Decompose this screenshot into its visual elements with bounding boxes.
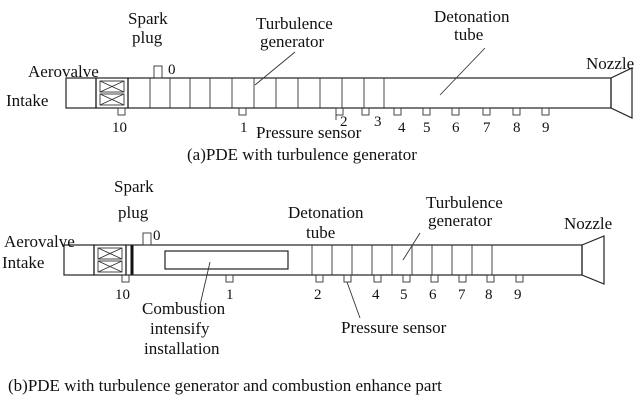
tube-body-a: [127, 77, 612, 109]
label-nozzle-b: Nozzle: [564, 214, 612, 233]
caption-a: (a)PDE with turbulence generator: [187, 145, 417, 164]
label-combustion-b-2: intensify: [150, 319, 210, 338]
label-turbulence-a-1: Turbulence: [256, 14, 333, 33]
label-detonation-b-2: tube: [306, 223, 335, 242]
label-spark-b-2: plug: [118, 203, 149, 222]
sensor-number-2-a: 2: [340, 114, 348, 130]
sensor-number-5-a: 5: [423, 120, 431, 136]
leader-turbulence-b: [402, 232, 421, 261]
label-pressure-b: Pressure sensor: [341, 318, 447, 337]
sensor-number-8-a: 8: [513, 120, 521, 136]
spark-plug-a: [153, 65, 163, 79]
sensor-number-2-b: 2: [314, 287, 322, 303]
sensor-number-10-a: 10: [112, 120, 127, 136]
label-turbulence-b-2: generator: [428, 211, 493, 230]
sensor-number-6-a: 6: [452, 120, 460, 136]
label-detonation-b-1: Detonation: [288, 203, 364, 222]
label-detonation-a-1: Detonation: [434, 7, 510, 26]
aerovalve-a: [95, 77, 129, 109]
caption-b: (b)PDE with turbulence generator and com…: [8, 376, 442, 395]
sensor-number-1-a: 1: [240, 120, 248, 136]
sensor-number-1-b: 1: [226, 287, 234, 303]
tube-body-b: [125, 244, 583, 276]
label-aerovalve-a: Aerovalve: [28, 62, 99, 81]
sensor-number-4-a: 4: [398, 120, 406, 136]
spark-plug-b: [142, 232, 152, 246]
label-pressure-a: Pressure sensor: [256, 123, 362, 142]
label-detonation-a-2: tube: [454, 25, 483, 44]
label-turbulence-a-2: generator: [260, 32, 325, 51]
diagram-b: Spark plug 0 Detonation tube Turbulence …: [2, 177, 612, 395]
sensor-number-0-b: 0: [153, 228, 161, 244]
label-turbulence-b-1: Turbulence: [426, 193, 503, 212]
diagram-a: Spark plug 0 Turbulence generator Detona…: [6, 7, 634, 164]
combustion-installation-b: [164, 250, 289, 270]
label-intake-b: Intake: [2, 253, 44, 272]
label-combustion-b-1: Combustion: [142, 299, 226, 318]
sensor-number-7-b: 7: [458, 287, 466, 303]
aerovalve-crosses-a: [99, 80, 125, 106]
label-intake-a: Intake: [6, 91, 48, 110]
sensor-number-3-a: 3: [374, 114, 382, 130]
tube-segments-b: [311, 245, 493, 275]
label-combustion-b-3: installation: [144, 339, 220, 358]
sensor-ports-b: [121, 274, 524, 283]
sensor-number-5-b: 5: [400, 287, 408, 303]
leader-turbulence-a: [254, 51, 296, 86]
sensor-number-10-b: 10: [115, 287, 130, 303]
sensor-number-4-b: 4: [372, 287, 380, 303]
sensor-number-0-a: 0: [168, 62, 176, 78]
label-spark-a-1: Spark: [128, 9, 168, 28]
nozzle-b: [581, 235, 605, 285]
intake-section-a: [65, 77, 97, 109]
label-aerovalve-b: Aerovalve: [4, 232, 75, 251]
aerovalve-b: [93, 244, 127, 276]
tube-segments-a: [149, 78, 385, 108]
sensor-number-6-b: 6: [429, 287, 437, 303]
sensor-number-9-a: 9: [542, 120, 550, 136]
label-spark-b-1: Spark: [114, 177, 154, 196]
sensor-number-9-b: 9: [514, 287, 522, 303]
sensor-number-8-b: 8: [485, 287, 493, 303]
leader-combustion-b: [199, 261, 211, 306]
sensor-number-7-a: 7: [483, 120, 491, 136]
leader-detonation-a: [439, 47, 486, 96]
label-nozzle-a: Nozzle: [586, 54, 634, 73]
aerovalve-crosses-b: [97, 247, 123, 273]
nozzle-a: [610, 67, 633, 119]
sensor-ports-a: [117, 107, 550, 116]
label-spark-a-2: plug: [132, 28, 163, 47]
leader-pressure-b: [346, 281, 361, 319]
